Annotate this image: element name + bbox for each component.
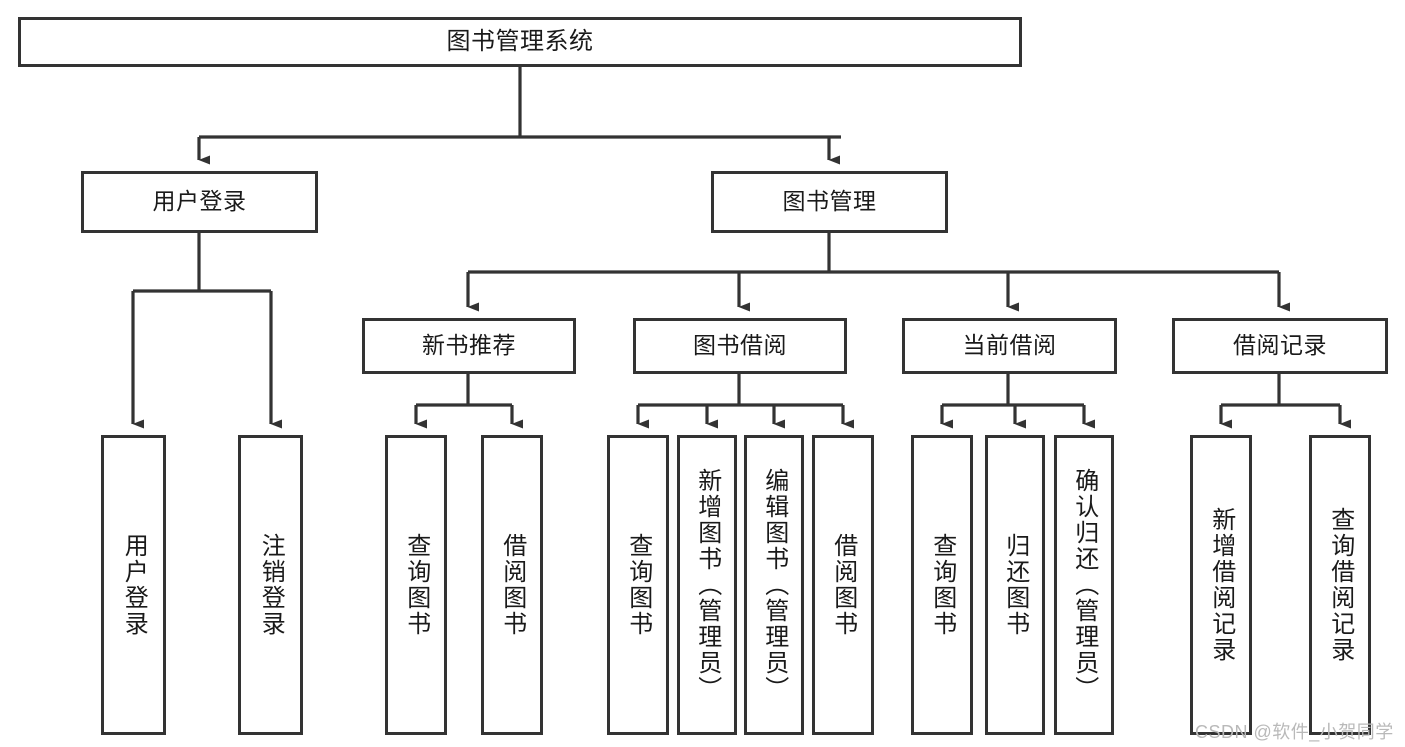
node-leaf-edit-book-label: 编辑图书（管理员） <box>760 468 788 702</box>
node-leaf-borrow-book-label: 借阅图书 <box>829 533 857 637</box>
node-leaf-return-book[interactable]: 归还图书 <box>985 435 1045 735</box>
node-leaf-query-borrow-record[interactable]: 查询借阅记录 <box>1309 435 1371 735</box>
node-leaf-query-book-cur-label: 查询图书 <box>928 533 956 637</box>
node-new-book-recommend-label: 新书推荐 <box>422 332 516 359</box>
node-leaf-borrow-book-rec-label: 借阅图书 <box>498 533 526 637</box>
node-root[interactable]: 图书管理系统 <box>18 17 1022 67</box>
node-leaf-user-login-label: 用户登录 <box>120 533 148 637</box>
node-leaf-query-borrow-record-label: 查询借阅记录 <box>1326 507 1354 663</box>
node-leaf-query-book-rec[interactable]: 查询图书 <box>385 435 447 735</box>
node-root-label: 图书管理系统 <box>446 27 594 55</box>
node-leaf-user-logout-label: 注销登录 <box>257 533 285 637</box>
node-book-borrow-label: 图书借阅 <box>693 332 787 359</box>
node-leaf-query-book-cur[interactable]: 查询图书 <box>911 435 973 735</box>
node-leaf-edit-book[interactable]: 编辑图书（管理员） <box>744 435 804 735</box>
node-leaf-confirm-return-label: 确认归还（管理员） <box>1070 468 1098 702</box>
node-leaf-add-borrow-record-label: 新增借阅记录 <box>1207 507 1235 663</box>
node-book-manage-label: 图书管理 <box>782 188 877 215</box>
node-leaf-user-login[interactable]: 用户登录 <box>101 435 166 735</box>
node-user-login[interactable]: 用户登录 <box>81 171 318 233</box>
node-leaf-confirm-return[interactable]: 确认归还（管理员） <box>1054 435 1114 735</box>
node-leaf-query-book-borrow-label: 查询图书 <box>624 533 652 637</box>
node-book-borrow[interactable]: 图书借阅 <box>633 318 847 374</box>
node-book-manage[interactable]: 图书管理 <box>711 171 948 233</box>
watermark: CSDN @软件_小贺同学 <box>1195 722 1394 742</box>
node-user-login-label: 用户登录 <box>152 188 247 215</box>
node-current-borrow[interactable]: 当前借阅 <box>902 318 1117 374</box>
node-leaf-query-book-rec-label: 查询图书 <box>402 533 430 637</box>
node-borrow-record[interactable]: 借阅记录 <box>1172 318 1388 374</box>
node-leaf-add-borrow-record[interactable]: 新增借阅记录 <box>1190 435 1252 735</box>
node-leaf-borrow-book[interactable]: 借阅图书 <box>812 435 874 735</box>
node-leaf-query-book-borrow[interactable]: 查询图书 <box>607 435 669 735</box>
node-borrow-record-label: 借阅记录 <box>1233 332 1327 359</box>
node-leaf-add-book-label: 新增图书（管理员） <box>693 468 721 702</box>
node-leaf-borrow-book-rec[interactable]: 借阅图书 <box>481 435 543 735</box>
node-leaf-user-logout[interactable]: 注销登录 <box>238 435 303 735</box>
node-current-borrow-label: 当前借阅 <box>962 332 1057 359</box>
node-leaf-add-book[interactable]: 新增图书（管理员） <box>677 435 737 735</box>
node-new-book-recommend[interactable]: 新书推荐 <box>362 318 576 374</box>
node-leaf-return-book-label: 归还图书 <box>1001 533 1029 637</box>
